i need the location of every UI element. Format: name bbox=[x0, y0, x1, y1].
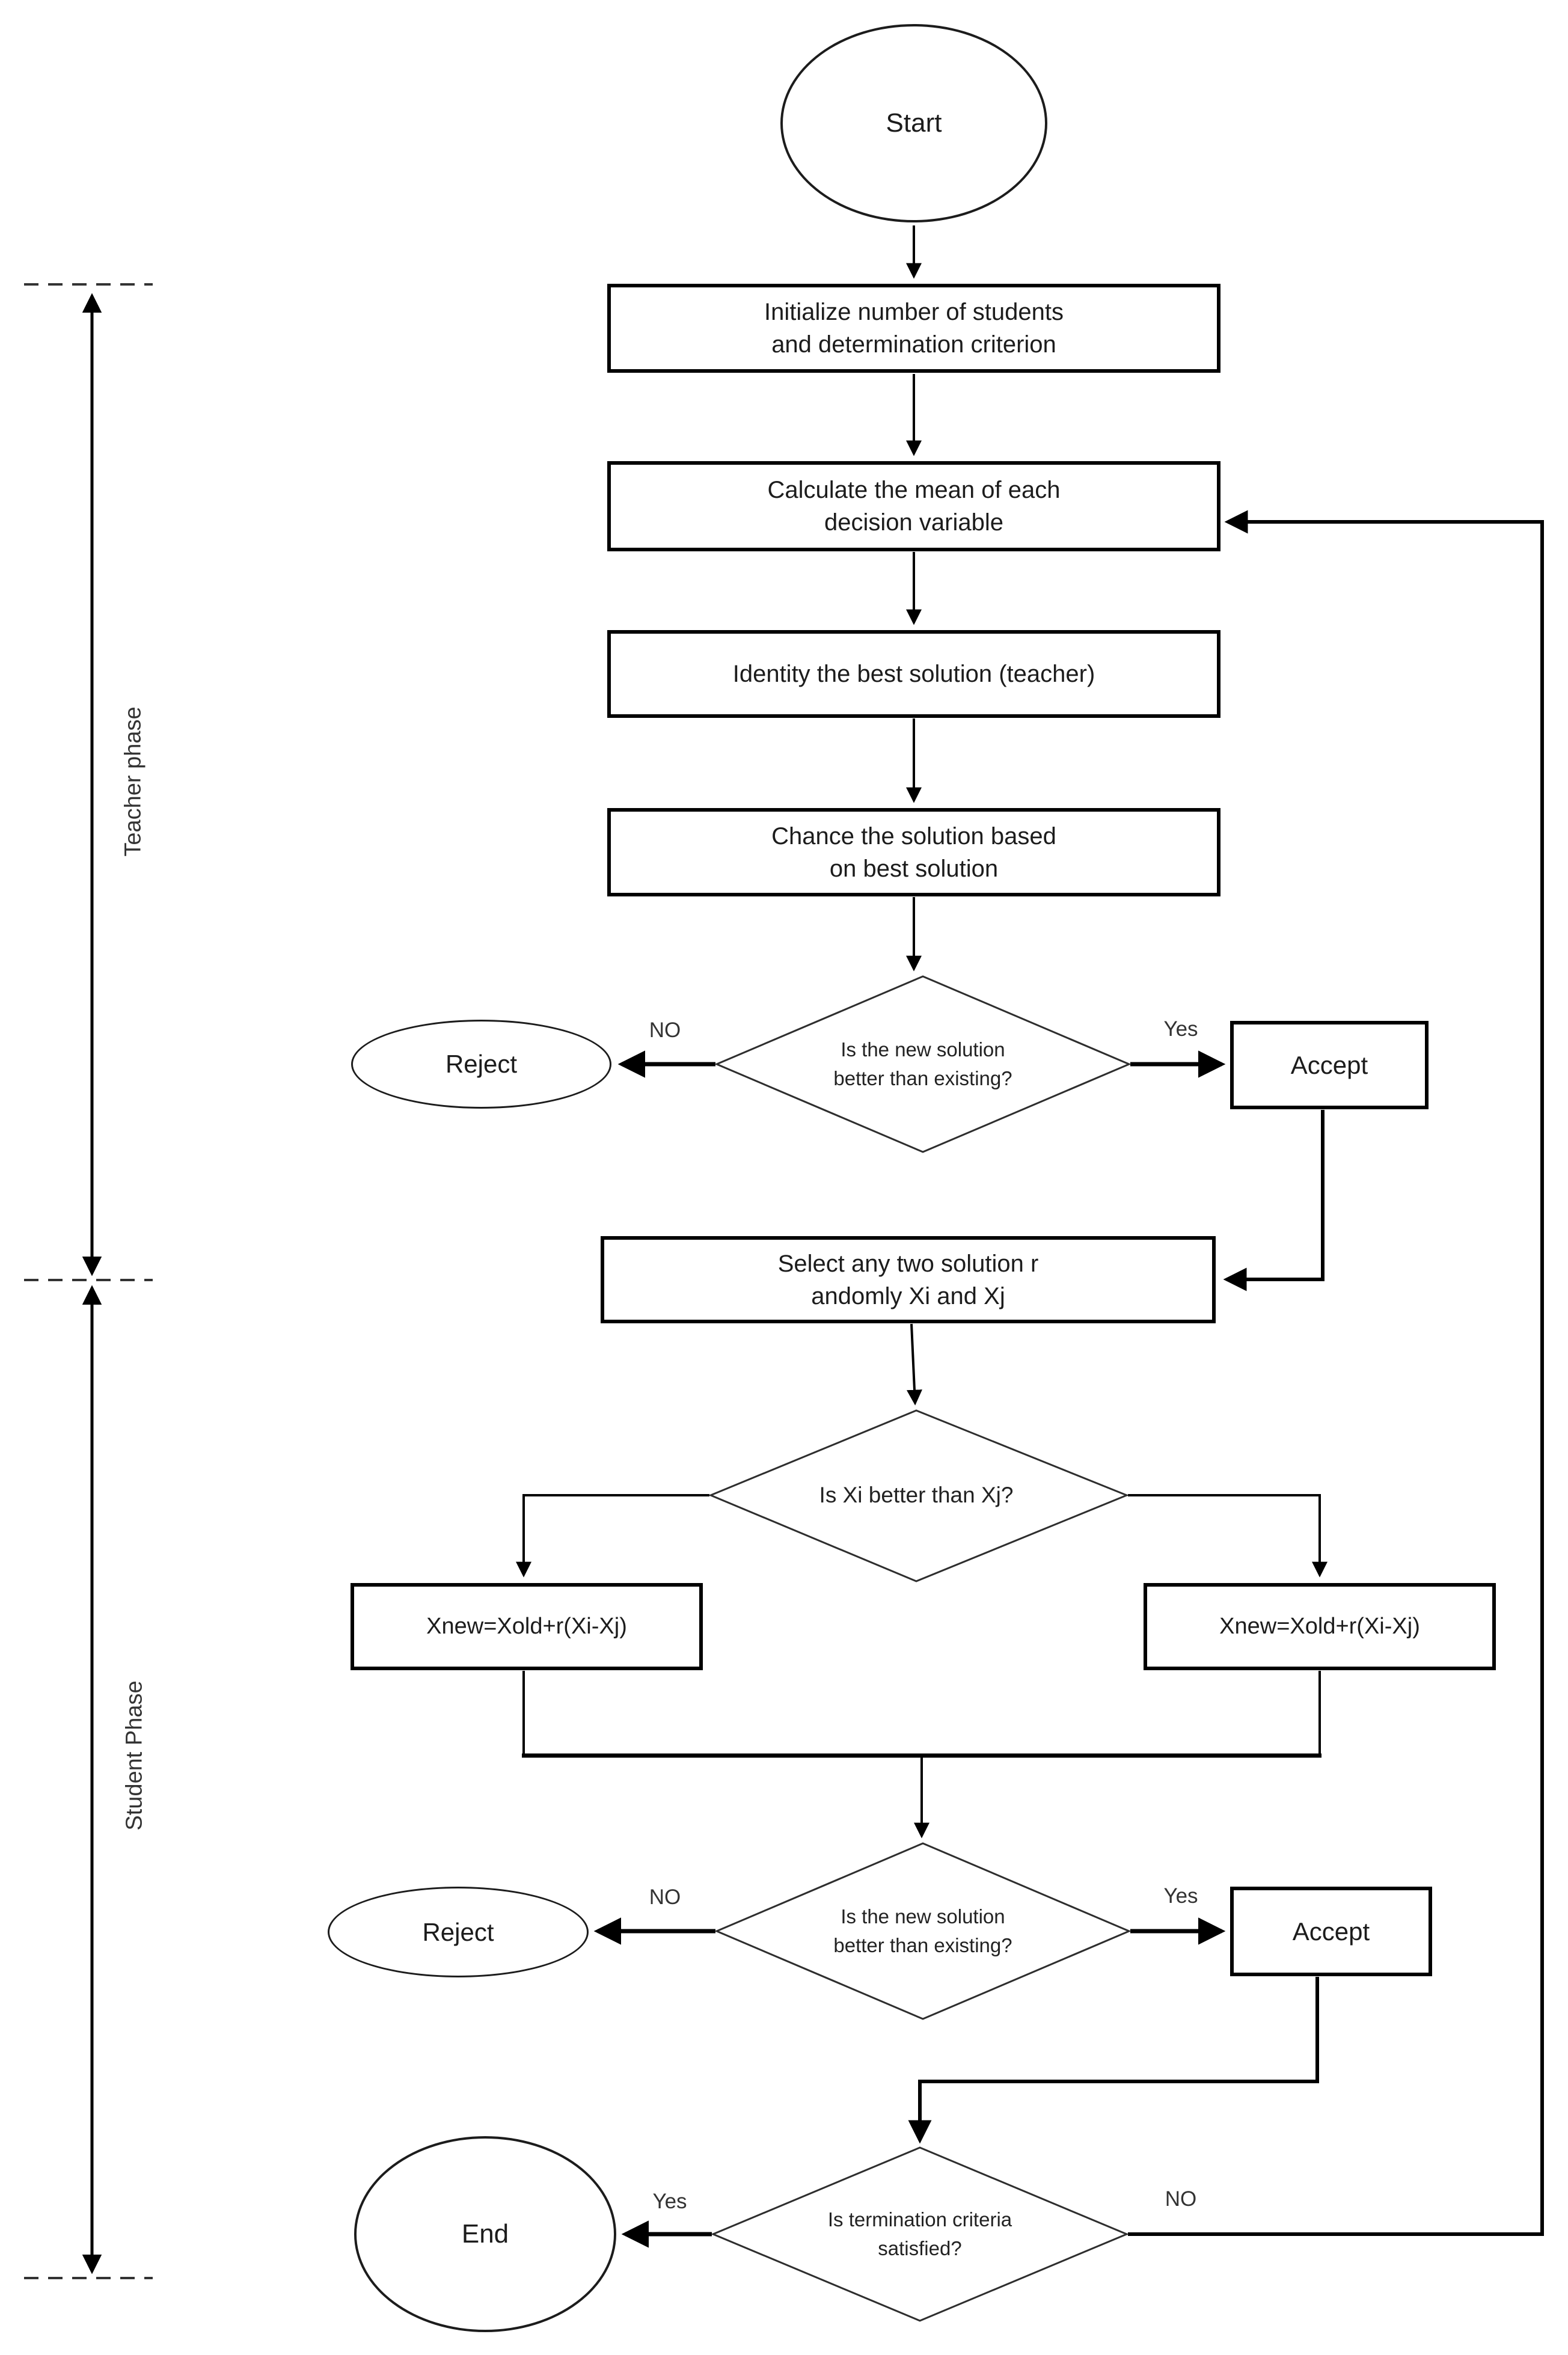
xnew-right-node: Xnew=Xold+r(Xi-Xj) bbox=[1144, 1583, 1496, 1670]
accept-teacher-node: Accept bbox=[1230, 1021, 1429, 1109]
edge-accept2-to-decision4 bbox=[908, 1977, 1319, 2144]
decision-teacher-diamond bbox=[714, 975, 1132, 1153]
decision-xi-xj-diamond bbox=[708, 1409, 1129, 1582]
accept-student-node: Accept bbox=[1230, 1887, 1432, 1976]
teacher-phase-label: Teacher phase bbox=[120, 706, 146, 857]
label-termination-no: NO bbox=[1165, 2187, 1197, 2211]
student-phase-label: Student Phase bbox=[121, 1680, 147, 1831]
process-initialize: Initialize number of students and determ… bbox=[607, 284, 1220, 373]
label-student-yes: Yes bbox=[1163, 1884, 1198, 1908]
decision-student-diamond bbox=[714, 1842, 1132, 2020]
decision-termination-label: Is termination criteria satisfied? bbox=[827, 2208, 1012, 2259]
label-student-no: NO bbox=[649, 1885, 681, 1909]
process-change-solution: Chance the solution based on best soluti… bbox=[607, 808, 1220, 896]
edge-decision2-right-branch bbox=[1128, 1494, 1328, 1578]
edge-decision2-left-branch bbox=[516, 1494, 709, 1578]
decision-termination-diamond bbox=[711, 2146, 1129, 2322]
edge-accept1-to-select bbox=[1223, 1110, 1325, 1291]
decision-student-label: Is the new solution better than existing… bbox=[833, 1905, 1012, 1956]
process-select-two: Select any two solution r andomly Xi and… bbox=[601, 1236, 1216, 1323]
edge-select-to-decision2 bbox=[906, 1323, 922, 1406]
end-node: End bbox=[354, 2136, 616, 2332]
label-teacher-yes: Yes bbox=[1163, 1017, 1198, 1041]
label-termination-yes: Yes bbox=[652, 2190, 687, 2213]
label-teacher-no: NO bbox=[649, 1018, 681, 1042]
process-identify-best: Identity the best solution (teacher) bbox=[607, 630, 1220, 718]
process-calculate-mean: Calculate the mean of each decision vari… bbox=[607, 461, 1220, 551]
decision-xi-xj-label: Is Xi better than Xj? bbox=[819, 1483, 1014, 1508]
edge-decision4-no-loop bbox=[1128, 510, 1544, 2236]
decision-teacher-label: Is the new solution better than existing… bbox=[833, 1038, 1012, 1089]
start-node: Start bbox=[780, 24, 1047, 222]
reject-student-node: Reject bbox=[328, 1887, 589, 1977]
reject-teacher-node: Reject bbox=[351, 1020, 611, 1109]
xnew-left-node: Xnew=Xold+r(Xi-Xj) bbox=[351, 1583, 703, 1670]
